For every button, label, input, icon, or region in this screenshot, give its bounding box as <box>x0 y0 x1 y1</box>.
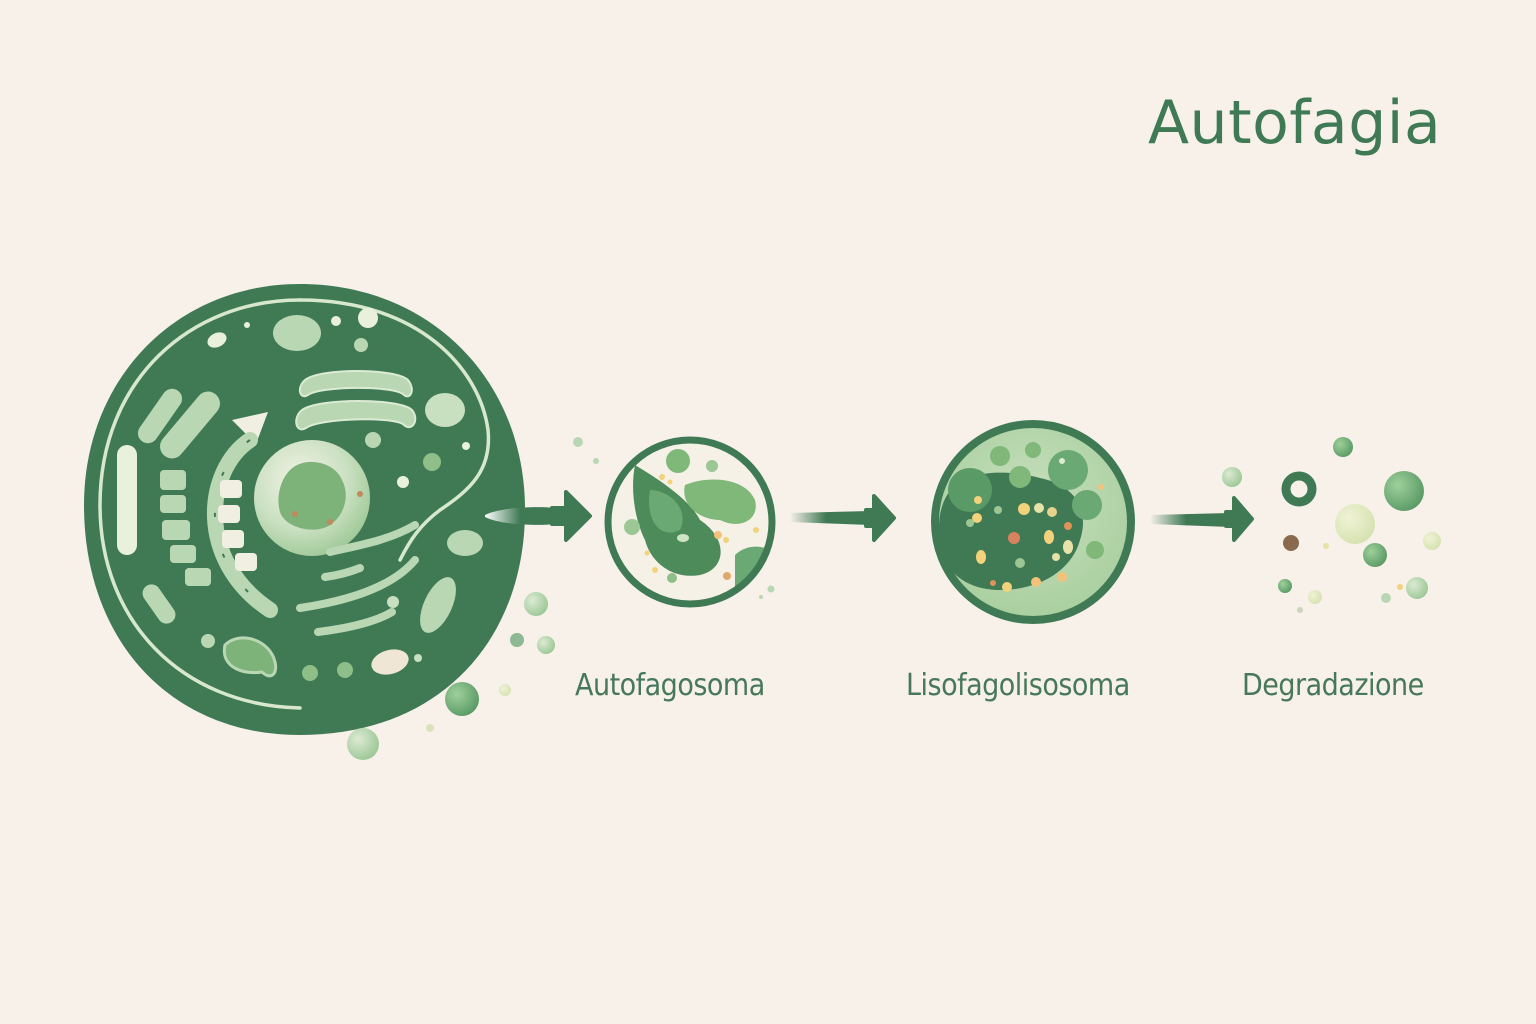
stage-label-autolysosome: Lisofagolisosoma <box>906 668 1130 703</box>
autophagosome-illustration <box>604 436 776 608</box>
autolysosome-illustration <box>931 420 1135 624</box>
diagram-title: Autofagia <box>1148 88 1442 158</box>
arrow-right-icon <box>790 494 896 542</box>
cell-illustration <box>84 284 525 735</box>
cell-debris-bubbles <box>347 437 599 760</box>
degradation-particles <box>1222 437 1441 613</box>
arrow-right-icon <box>485 490 592 542</box>
arrow-right-icon <box>1150 496 1254 542</box>
stage-label-degradation: Degradazione <box>1242 668 1424 703</box>
stage-label-autophagosome: Autofagosoma <box>575 668 765 703</box>
